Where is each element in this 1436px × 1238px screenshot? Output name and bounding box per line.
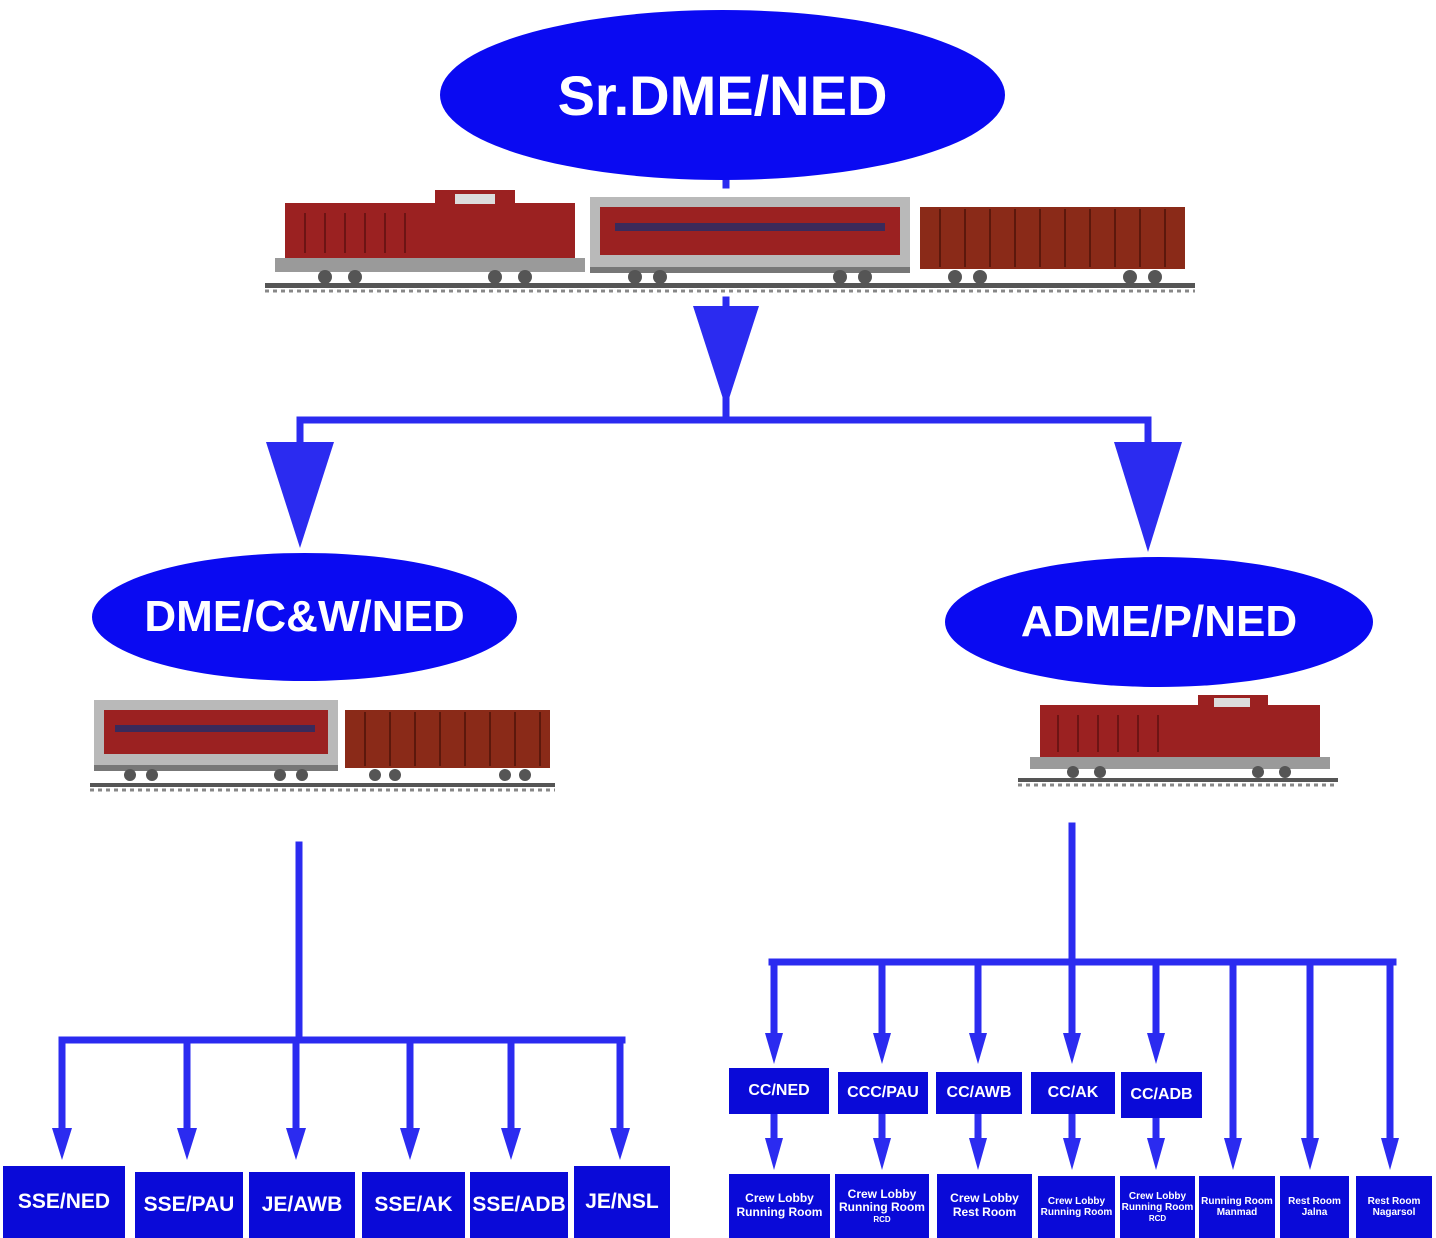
controller-label: CC/NED [748, 1081, 810, 1099]
controller-label: CC/AWB [946, 1083, 1012, 1101]
facility-line1: Crew Lobby [1128, 1190, 1187, 1202]
locomotive-icon [275, 190, 585, 284]
unit-label: JE/AWB [261, 1192, 343, 1216]
facility-line2: Running Room [1121, 1202, 1194, 1214]
root-node-label: Sr.DME/NED [557, 63, 888, 127]
controller-label: CC/ADB [1130, 1085, 1193, 1103]
right-branch-label: ADME/P/NED [1020, 597, 1298, 646]
facility-box: Crew Lobby Rest Room [937, 1174, 1032, 1238]
facility-line1: Crew Lobby [950, 1191, 1019, 1206]
controller-box: CC/AK [1031, 1072, 1115, 1114]
facility-line1: Rest Room [1288, 1195, 1341, 1207]
controller-box: CC/NED [729, 1068, 829, 1114]
unit-box: JE/AWB [249, 1172, 355, 1238]
facility-box: Crew Lobby Running Room RCD [1120, 1176, 1195, 1238]
root-node: Sr.DME/NED [440, 10, 1005, 180]
controller-label: CCC/PAU [847, 1083, 919, 1101]
passenger-coach-icon [94, 700, 338, 781]
facility-box: Crew Lobby Running Room [729, 1174, 830, 1238]
unit-box: SSE/PAU [135, 1172, 243, 1238]
facility-line3: RCD [873, 1215, 891, 1225]
facility-line1: Crew Lobby [745, 1191, 814, 1206]
facility-line2: Nagarsol [1372, 1207, 1416, 1218]
left-branch-arrow [266, 442, 334, 548]
right-branch-node: ADME/P/NED [945, 557, 1373, 687]
facility-line1: Rest Room [1367, 1195, 1421, 1207]
controller-box: CC/ADB [1121, 1072, 1202, 1118]
unit-label: SSE/NED [17, 1189, 111, 1213]
unit-label: SSE/AK [374, 1192, 453, 1216]
unit-box: SSE/NED [3, 1166, 125, 1238]
left-branch-node: DME/C&W/NED [92, 553, 517, 681]
unit-label: JE/NSL [585, 1189, 659, 1213]
facility-line2: Jalna [1301, 1207, 1328, 1218]
right-branch-arrow [1114, 442, 1182, 552]
unit-label: SSE/ADB [472, 1192, 566, 1216]
facility-box: Crew Lobby Running Room RCD [835, 1174, 929, 1238]
goods-wagon-icon [920, 207, 1185, 284]
facility-line2: Running Room [839, 1200, 925, 1215]
top-train-image [265, 190, 1195, 293]
controller-label: CC/AK [1047, 1083, 1099, 1101]
facility-box: Crew Lobby Running Room [1038, 1176, 1115, 1238]
facility-box: Rest Room Nagarsol [1356, 1176, 1432, 1238]
left-branch-label: DME/C&W/NED [144, 592, 465, 641]
locomotive-icon [1030, 695, 1330, 778]
unit-box: SSE/AK [362, 1172, 465, 1238]
left-train-image [90, 700, 555, 792]
controller-box: CCC/PAU [838, 1072, 928, 1114]
facility-box: Running Room Manmad [1199, 1176, 1275, 1238]
right-train-image [1018, 695, 1338, 787]
facility-line1: Running Room [1201, 1195, 1273, 1207]
facility-box: Rest Room Jalna [1280, 1176, 1349, 1238]
unit-label: SSE/PAU [143, 1192, 235, 1216]
facility-line3: RCD [1148, 1213, 1167, 1223]
facility-line2: Rest Room [952, 1205, 1017, 1219]
controller-box: CC/AWB [936, 1072, 1022, 1114]
facility-line1: Crew Lobby [847, 1186, 917, 1201]
passenger-coach-icon [590, 197, 910, 284]
facility-line2: Running Room [736, 1205, 823, 1219]
unit-box: JE/NSL [574, 1166, 670, 1238]
facility-line2: Manmad [1216, 1207, 1258, 1218]
facility-line2: Running Room [1040, 1207, 1113, 1218]
facility-line1: Crew Lobby [1047, 1195, 1106, 1207]
unit-box: SSE/ADB [470, 1172, 568, 1238]
root-arrow [693, 306, 759, 408]
goods-wagon-icon [345, 710, 550, 781]
